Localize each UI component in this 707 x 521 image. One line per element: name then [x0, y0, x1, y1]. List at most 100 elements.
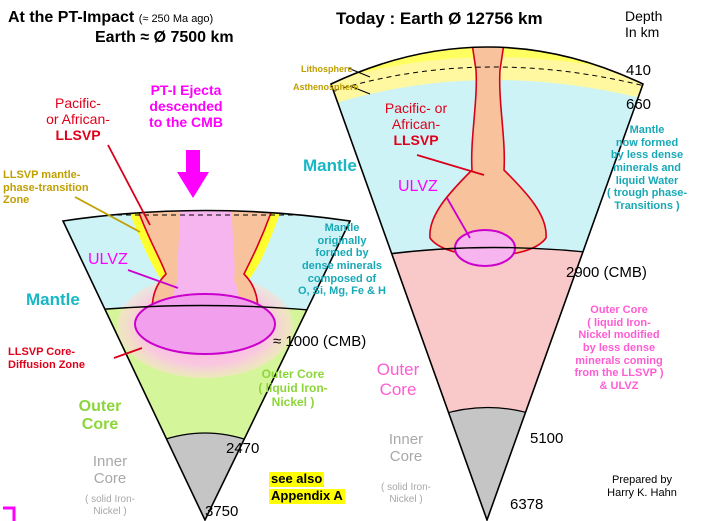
left-mantle-note-line4: dense minerals	[301, 259, 383, 272]
right-mantle-note-line2: now formed	[615, 136, 679, 149]
appendix-note-line1: see also	[269, 471, 325, 487]
credit: Prepared by Harry K. Hahn	[600, 474, 684, 499]
right-ulvz-pointer	[446, 197, 471, 239]
depth-header-line1: Depth	[625, 8, 663, 24]
diffusion-zone-line2: Diffusion Zone	[8, 358, 85, 371]
ejecta-arrow-icon	[177, 150, 209, 198]
ejecta-label: PT-I Ejecta descended to the CMB	[124, 82, 248, 130]
left-mantle-note-line2: originally	[317, 234, 367, 247]
diffusion-zone-line1: LLSVP Core-	[8, 346, 76, 358]
ejecta-line1: PT-I Ejecta	[150, 82, 222, 98]
depth-header-line2: In km	[625, 24, 660, 41]
left-cmb-depth: ≈ 1000 (CMB)	[273, 333, 367, 350]
right-outer-core-note-line4: by less dense	[582, 341, 656, 354]
right-mantle-note-line1: Mantle	[629, 124, 665, 136]
right-outer-core-note: Outer Core ( liquid Iron- Nickel modifie…	[555, 304, 683, 392]
left-outer-core-line2: Core	[81, 416, 119, 434]
right-outer-core-line1: Outer	[376, 360, 420, 379]
left-inner-core-line1: Inner	[92, 453, 128, 470]
left-title-text: At the PT-Impact	[8, 9, 135, 26]
corner-mark	[3, 506, 16, 521]
left-ulvz-label: ULVZ	[88, 251, 128, 268]
left-outer-core-label: Outer Core	[60, 398, 140, 435]
left-mantle-note: Mantle originally formed by dense minera…	[292, 222, 392, 298]
left-mantle-note-line3: formed by	[315, 247, 369, 260]
right-mantle-note-line4: minerals and	[613, 161, 681, 174]
left-outer-core-note-line3: Nickel )	[271, 394, 315, 409]
right-outer-core-note-line1: Outer Core	[590, 304, 648, 316]
leader-lines	[74, 67, 485, 359]
appendix-note-line2: Appendix A	[269, 488, 345, 504]
right-llsvp-line2: African-	[391, 116, 441, 133]
credit-line1: Prepared by	[612, 474, 672, 486]
right-mantle-note-line5: liquid Water	[615, 174, 679, 187]
left-outer-core-note-line2: ( liquid Iron-	[258, 380, 328, 395]
left-outer-core-line1: Outer	[78, 398, 122, 415]
left-mantle-note-line1: Mantle	[324, 222, 360, 234]
left-outer-core-note-line1: Outer Core	[261, 367, 325, 381]
left-inner-core-line2: Core	[93, 470, 127, 488]
left-title: At the PT-Impact (≈ 250 Ma ago)	[8, 9, 213, 27]
left-depth-center: 3750	[205, 503, 239, 520]
credit-line2: Harry K. Hahn	[607, 486, 677, 499]
right-ulvz-label: ULVZ	[398, 178, 438, 195]
right-inner-core-line1: Inner	[388, 431, 424, 448]
left-inner-core-label: Inner Core	[70, 453, 150, 488]
left-inner-core-note-line1: ( solid Iron-	[84, 494, 135, 505]
lithosphere-pointer	[347, 67, 371, 78]
right-cmb-depth: 2900 (CMB)	[566, 264, 647, 281]
left-inner-core-note: ( solid Iron- Nickel )	[70, 494, 150, 517]
right-mantle-note-line6: ( trough phase-	[606, 187, 688, 200]
right-llsvp-pointer	[416, 154, 485, 176]
right-mantle-note: Mantle now formed by less dense minerals…	[590, 124, 704, 212]
right-llsvp-line3: LLSVP	[393, 132, 439, 149]
lithosphere-label: Lithosphere	[301, 64, 353, 74]
left-inner-core-note-line2: Nickel )	[93, 505, 127, 517]
left-depth-inner: 2470	[226, 440, 260, 457]
ejecta-line2: descended	[149, 98, 223, 115]
left-llsvp-line1: Pacific-	[55, 95, 101, 111]
right-outer-core-line2: Core	[379, 379, 417, 399]
depth-header: Depth In km	[625, 8, 662, 40]
right-llsvp-line1: Pacific- or	[384, 100, 448, 116]
right-asthenosphere-band	[331, 57, 643, 115]
left-llsvp-label: Pacific- or African- LLSVP	[36, 95, 120, 143]
right-depth-inner: 5100	[530, 430, 564, 447]
right-outer-core-note-line6: from the LLSVP )	[574, 367, 664, 380]
right-inner-core-line2: Core	[389, 448, 423, 466]
right-410-dash	[331, 66, 643, 103]
transition-zone-line2: phase-transition	[3, 181, 89, 194]
left-mantle-note-line6: O, Si, Mg, Fe & H	[297, 285, 386, 298]
left-ulvz-pointer	[127, 269, 179, 289]
right-outer-core-note-line3: Nickel modified	[578, 329, 660, 342]
left-mantle-label: Mantle	[26, 290, 80, 309]
depth-660: 660	[626, 96, 652, 113]
ejecta-line3: to the CMB	[149, 114, 223, 131]
left-wedge-outline	[61, 209, 352, 521]
right-depth-center: 6378	[510, 496, 544, 513]
left-title-line2: Earth ≈ Ø 7500 km	[95, 29, 234, 46]
diffusion-zone-label: LLSVP Core- Diffusion Zone	[8, 346, 85, 371]
left-title-age: (≈ 250 Ma ago)	[138, 13, 214, 25]
transition-zone-line1: LLSVP mantle-	[3, 169, 81, 181]
right-mantle-note-line7: Transitions )	[614, 199, 680, 212]
right-inner-core-label: Inner Core	[368, 431, 444, 466]
left-outer-core-note: Outer Core ( liquid Iron- Nickel )	[248, 367, 338, 409]
right-outer-core-note-line5: minerals coming	[575, 354, 663, 367]
right-title: Today : Earth Ø 12756 km	[336, 9, 543, 28]
right-mantle-label: Mantle	[303, 156, 357, 175]
right-llsvp-label: Pacific- or African- LLSVP	[370, 100, 462, 148]
right-outer-core-note-line2: ( liquid Iron-	[587, 316, 651, 329]
right-wedge-outline	[330, 46, 644, 521]
asthenosphere-label: Asthenosphere	[293, 82, 359, 92]
right-outer-core-note-line7: & ULVZ	[599, 379, 639, 392]
right-outer-core-label: Outer Core	[370, 360, 426, 399]
left-inner-core-line	[159, 432, 251, 442]
left-llsvp-pointer	[107, 144, 151, 226]
transition-zone-label: LLSVP mantle- phase-transition Zone	[3, 169, 89, 207]
asthenosphere-pointer	[349, 85, 371, 95]
transition-zone-pointer	[74, 196, 141, 233]
transition-zone-line3: Zone	[3, 194, 30, 207]
right-inner-core-note-line1: ( solid Iron-	[380, 482, 431, 493]
